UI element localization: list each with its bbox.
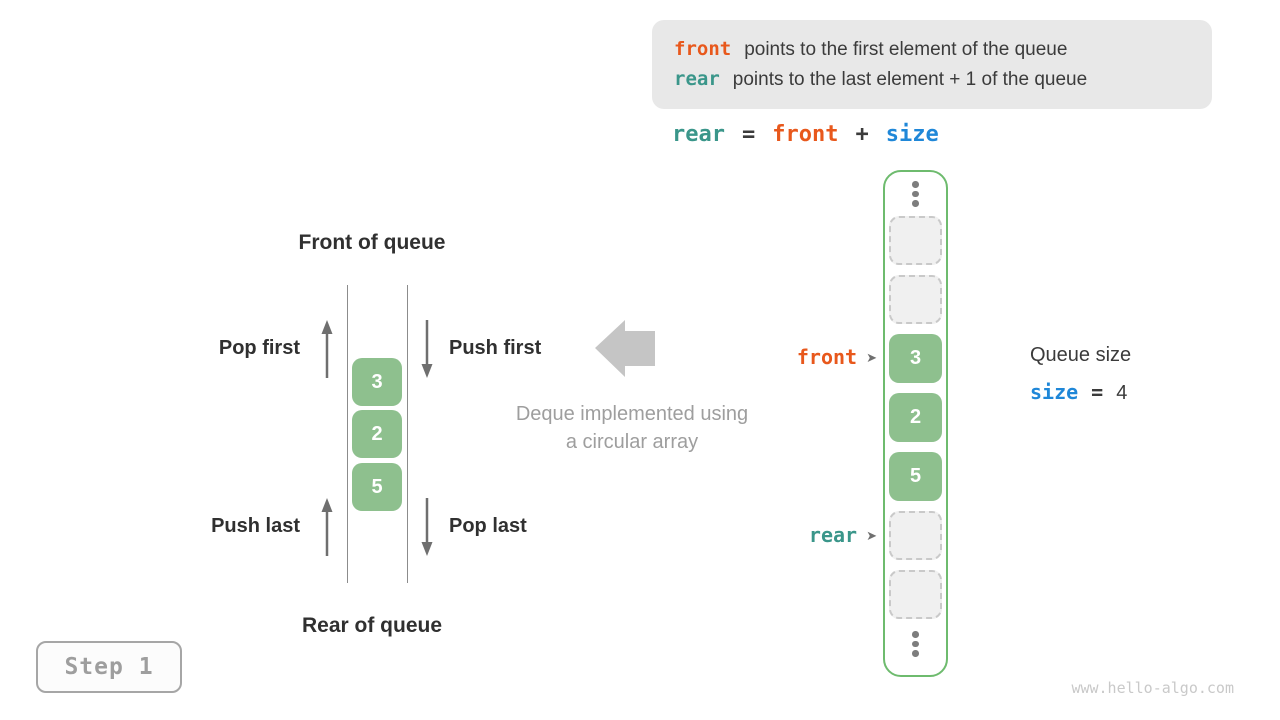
deque-cell: 3: [352, 358, 402, 406]
channel-right-line: [407, 285, 408, 583]
front-pointer-label: front: [796, 345, 858, 369]
array-cell: 2: [889, 393, 942, 442]
info-line-front: front points to the first element of the…: [674, 38, 1212, 61]
queue-size-value-row: size = 4: [1030, 380, 1127, 405]
pop-last-label: Pop last: [449, 515, 527, 537]
push-last-label: Push last: [211, 515, 300, 537]
formula-size: size: [885, 122, 939, 147]
array-cell: 3: [889, 334, 942, 383]
vertical-ellipsis-icon: [912, 181, 919, 207]
queue-size-title: Queue size: [1030, 344, 1132, 366]
watermark: www.hello-algo.com: [1071, 679, 1234, 697]
info-line-rear: rear points to the last element + 1 of t…: [674, 68, 1212, 91]
rear-description: points to the last element + 1 of the qu…: [732, 69, 1088, 90]
array-cell: [889, 275, 942, 324]
vertical-ellipsis-icon: [912, 631, 919, 657]
info-box: front points to the first element of the…: [652, 20, 1212, 109]
array-cell: [889, 511, 942, 560]
down-arrow-icon: [421, 498, 433, 556]
array-cell: [889, 570, 942, 619]
front-pointer: front ➤: [762, 345, 877, 369]
rear-pointer-label: rear: [808, 523, 858, 547]
front-description: points to the first element of the queue: [744, 39, 1068, 60]
left-block-arrow-icon: [595, 320, 655, 377]
up-arrow-icon: [321, 320, 333, 378]
rear-pointer-arrow-icon: ➤: [866, 527, 877, 543]
rear-of-queue-label: Rear of queue: [301, 614, 443, 637]
pop-first-label: Pop first: [218, 337, 300, 359]
front-pointer-arrow-icon: ➤: [866, 349, 877, 365]
down-arrow-icon: [421, 320, 433, 378]
array-cell: 5: [889, 452, 942, 501]
caption: Deque implemented using a circular array: [450, 400, 814, 456]
front-keyword: front: [674, 38, 732, 60]
front-of-queue-label: Front of queue: [298, 231, 446, 254]
push-first-label: Push first: [449, 337, 542, 359]
formula-front: front: [772, 122, 839, 147]
formula-rear: rear: [672, 122, 725, 147]
caption-line2: a circular array: [565, 431, 699, 453]
rear-keyword: rear: [674, 68, 720, 90]
size-equals: =: [1091, 380, 1104, 404]
step-badge: Step 1: [36, 641, 182, 693]
formula-equals: =: [741, 122, 756, 147]
channel-left-line: [347, 285, 348, 583]
deque-cell: 5: [352, 463, 402, 511]
formula: rear = front + size: [672, 122, 939, 147]
deque-cell: 2: [352, 410, 402, 458]
up-arrow-icon: [321, 498, 333, 556]
caption-line1: Deque implemented using: [515, 403, 749, 425]
rear-pointer: rear ➤: [762, 523, 877, 547]
formula-plus: +: [855, 122, 869, 147]
size-keyword: size: [1030, 380, 1079, 404]
size-value: 4: [1116, 382, 1128, 404]
array-cell: [889, 216, 942, 265]
